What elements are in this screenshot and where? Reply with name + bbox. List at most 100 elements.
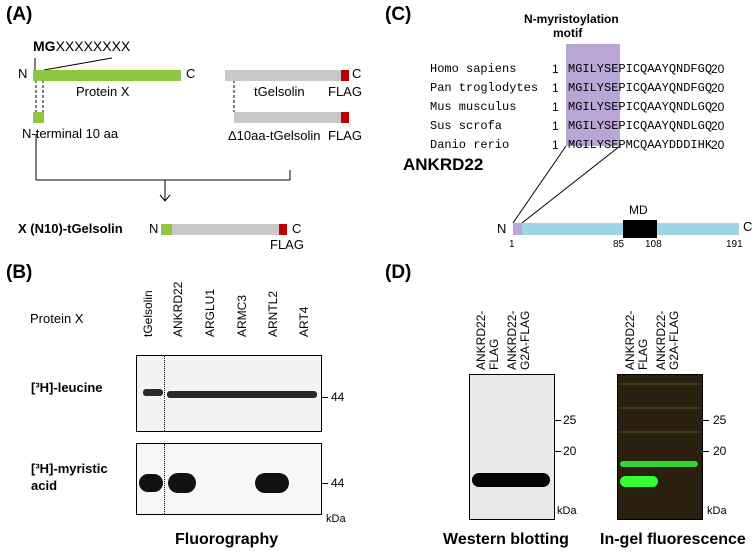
- band: [620, 476, 658, 487]
- fusion-flag-bar: [279, 224, 287, 235]
- protein-x-c: C: [186, 66, 196, 81]
- kda-label-b: kDa: [326, 513, 346, 525]
- fl-marker-25: 25: [713, 413, 727, 427]
- marker-44-top: 44: [331, 390, 345, 404]
- n-terminal-label: N-terminal 10 aa: [22, 126, 119, 141]
- seq-rest: EPMCQAAYDDDIHK: [611, 138, 713, 152]
- md-domain: [623, 220, 657, 238]
- protein-x-bar: [33, 70, 181, 81]
- fl-marker-20: 20: [713, 444, 727, 458]
- seq-row: MGILYSEPICQAAYQNDLGQ: [568, 98, 712, 117]
- species-name: Mus musculus: [430, 100, 517, 114]
- fusion-label: X (N10)-tGelsolin: [18, 221, 123, 236]
- marker-tick: [703, 451, 709, 452]
- tgelsolin-label: tGelsolin: [254, 84, 305, 99]
- seq-start: 1: [552, 138, 559, 152]
- fusion-n10-bar: [161, 224, 172, 235]
- panel-label-d: (D): [385, 262, 412, 283]
- fusion-gelsolin-bar: [172, 224, 279, 235]
- wb-kda: kDa: [557, 505, 577, 517]
- pos-108: 108: [645, 239, 662, 250]
- seq-motif: MGILYS: [568, 138, 612, 152]
- seq-end: 20: [711, 119, 725, 133]
- seq-row: MGILYSEPMCQAAYDDDIHK: [568, 136, 712, 155]
- tgelsolin-bar: [225, 70, 341, 81]
- species-ends: 20 20 20 20 20: [711, 60, 724, 155]
- western-blot: [469, 374, 555, 520]
- fusion-flag-label: FLAG: [270, 237, 304, 252]
- protein-x-n: N: [18, 66, 28, 81]
- band: [255, 473, 289, 493]
- seq-rest: EPICQAAYQNDFGQ: [611, 62, 713, 76]
- gel-streak: [618, 407, 702, 409]
- ankrd22-motif-segment: [513, 223, 522, 235]
- seq-row: MGILYSEPICQAAYQNDFGQ: [568, 79, 712, 98]
- ankrd22-n: N: [497, 221, 507, 236]
- gel-streak: [618, 431, 702, 433]
- motif-highlight: [566, 44, 620, 146]
- panel-label-c: (C): [385, 4, 412, 25]
- marker-tick: [322, 483, 328, 484]
- flag-tag-1: [341, 70, 349, 81]
- species-names: Homo sapiens Pan troglodytes Mus musculu…: [430, 60, 538, 155]
- fl-lane-label: ANKRD22- FLAG: [623, 310, 650, 370]
- seq-end: 20: [711, 138, 725, 152]
- species-name: Danio rerio: [430, 138, 510, 152]
- seq-row: MGILYSEPICQAAYQNDLGQ: [568, 117, 712, 136]
- fusion-c: C: [292, 221, 302, 236]
- seq-rest: EPICQAAYQNDLGQ: [611, 100, 713, 114]
- seq-start: 1: [552, 81, 559, 95]
- ankrd22-title: ANKRD22: [403, 155, 484, 174]
- marker-tick: [322, 397, 328, 398]
- seq-start: 1: [552, 100, 559, 114]
- seq-end: 20: [711, 62, 725, 76]
- species-name: Sus scrofa: [430, 119, 503, 133]
- motif-suffix: XXXXXXXX: [55, 38, 131, 54]
- pos-191: 191: [726, 239, 743, 250]
- seq-rest: EPICQAAYQNDLGQ: [611, 119, 713, 133]
- delta-tgelsolin-bar: [234, 112, 341, 123]
- lane-divider: [164, 356, 165, 431]
- motif-prefix: MG: [33, 38, 56, 54]
- fluorescence-caption: In-gel fluorescence: [600, 531, 746, 548]
- gel-streak: [618, 383, 702, 385]
- band: [139, 474, 163, 492]
- western-caption: Western blotting: [443, 531, 569, 548]
- pos-85: 85: [613, 239, 625, 250]
- marker-44-bottom: 44: [331, 476, 345, 490]
- seq-motif: MGILYS: [568, 81, 612, 95]
- species-starts: 1 1 1 1 1: [552, 60, 559, 155]
- wb-marker-20: 20: [563, 444, 577, 458]
- flag-label-1: FLAG: [328, 84, 362, 99]
- band: [472, 473, 550, 487]
- band: [167, 391, 317, 398]
- protein-x-label: Protein X: [76, 84, 130, 99]
- motif-title-1: N-myristoylation: [524, 12, 619, 26]
- pos-1: 1: [509, 239, 515, 250]
- seq-end: 20: [711, 81, 725, 95]
- marker-tick: [703, 420, 709, 421]
- leucine-label: [³H]-leucine: [31, 380, 103, 395]
- fluorography-caption: Fluorography: [175, 531, 279, 548]
- seq-end: 20: [711, 100, 725, 114]
- seq-row: MGILYSEPICQAAYQNDFGQ: [568, 60, 712, 79]
- motif-sequence: MGXXXXXXXX: [33, 38, 130, 54]
- n-terminal-bar: [33, 112, 44, 123]
- protein-x-row-label: Protein X: [30, 311, 84, 326]
- alignment: MGILYSEPICQAAYQNDFGQ MGILYSEPICQAAYQNDFG…: [568, 60, 712, 155]
- myristic-label-2: acid: [31, 478, 58, 493]
- md-label: MD: [629, 203, 648, 217]
- lane-divider: [164, 444, 165, 514]
- myristic-label-1: [³H]-myristic: [31, 461, 108, 476]
- seq-motif: MGILYS: [568, 100, 612, 114]
- species-name: Homo sapiens: [430, 62, 517, 76]
- seq-start: 1: [552, 119, 559, 133]
- fl-lane-label: ANKRD22- G2A-FLAG: [654, 310, 681, 370]
- ankrd22-c: C: [743, 219, 753, 234]
- motif-title-2: motif: [553, 26, 583, 40]
- seq-start: 1: [552, 62, 559, 76]
- band: [143, 389, 163, 396]
- marker-tick: [555, 451, 561, 452]
